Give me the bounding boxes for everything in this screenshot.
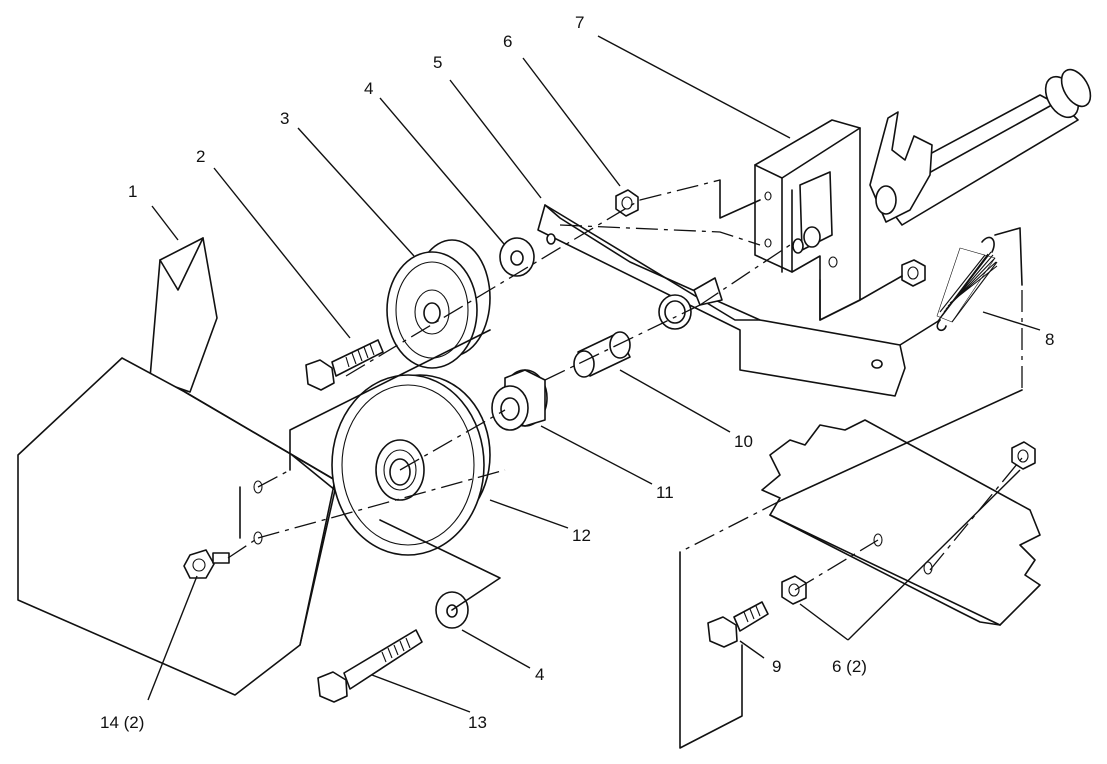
callout-6-upper: 6	[503, 32, 512, 51]
callout-5: 5	[433, 53, 442, 72]
frame-section	[761, 419, 1041, 626]
guard-bolt	[183, 549, 230, 579]
callout-13: 13	[468, 713, 487, 732]
washer-upper	[499, 237, 535, 277]
pulley-bolt	[305, 339, 384, 391]
frame-bolt	[707, 601, 769, 648]
extension-spring	[936, 236, 998, 332]
callout-6-lower: 6 (2)	[832, 657, 867, 676]
callout-11: 11	[656, 483, 674, 502]
callout-4-lower: 4	[535, 665, 544, 684]
callout-14: 14 (2)	[100, 713, 144, 732]
callout-4-upper: 4	[364, 79, 373, 98]
callout-9: 9	[772, 657, 781, 676]
assembly-lines	[227, 179, 1023, 749]
callout-3: 3	[280, 109, 289, 128]
bushing	[491, 369, 548, 431]
callout-8: 8	[1045, 330, 1054, 349]
long-bolt	[317, 629, 423, 703]
small-idler-pulley	[386, 239, 491, 369]
callout-12: 12	[572, 526, 591, 545]
callout-1: 1	[128, 182, 137, 201]
spacer-tube	[573, 331, 631, 378]
belt-guard	[17, 237, 336, 696]
leader-lines	[147, 35, 1041, 713]
callout-10: 10	[734, 432, 753, 451]
callout-2: 2	[196, 147, 205, 166]
nut-frame-top	[1011, 441, 1036, 470]
mounting-bracket	[754, 68, 1092, 321]
large-pulley	[331, 374, 491, 556]
nut-bracket	[901, 259, 926, 287]
nut-upper	[615, 189, 639, 217]
callout-labels: 1 2 3 4 5 6 7 8 10 11 12 4 13 14 (2) 9 6…	[100, 13, 1054, 732]
callout-7: 7	[575, 13, 584, 32]
nut-frame-bottom	[781, 575, 807, 605]
